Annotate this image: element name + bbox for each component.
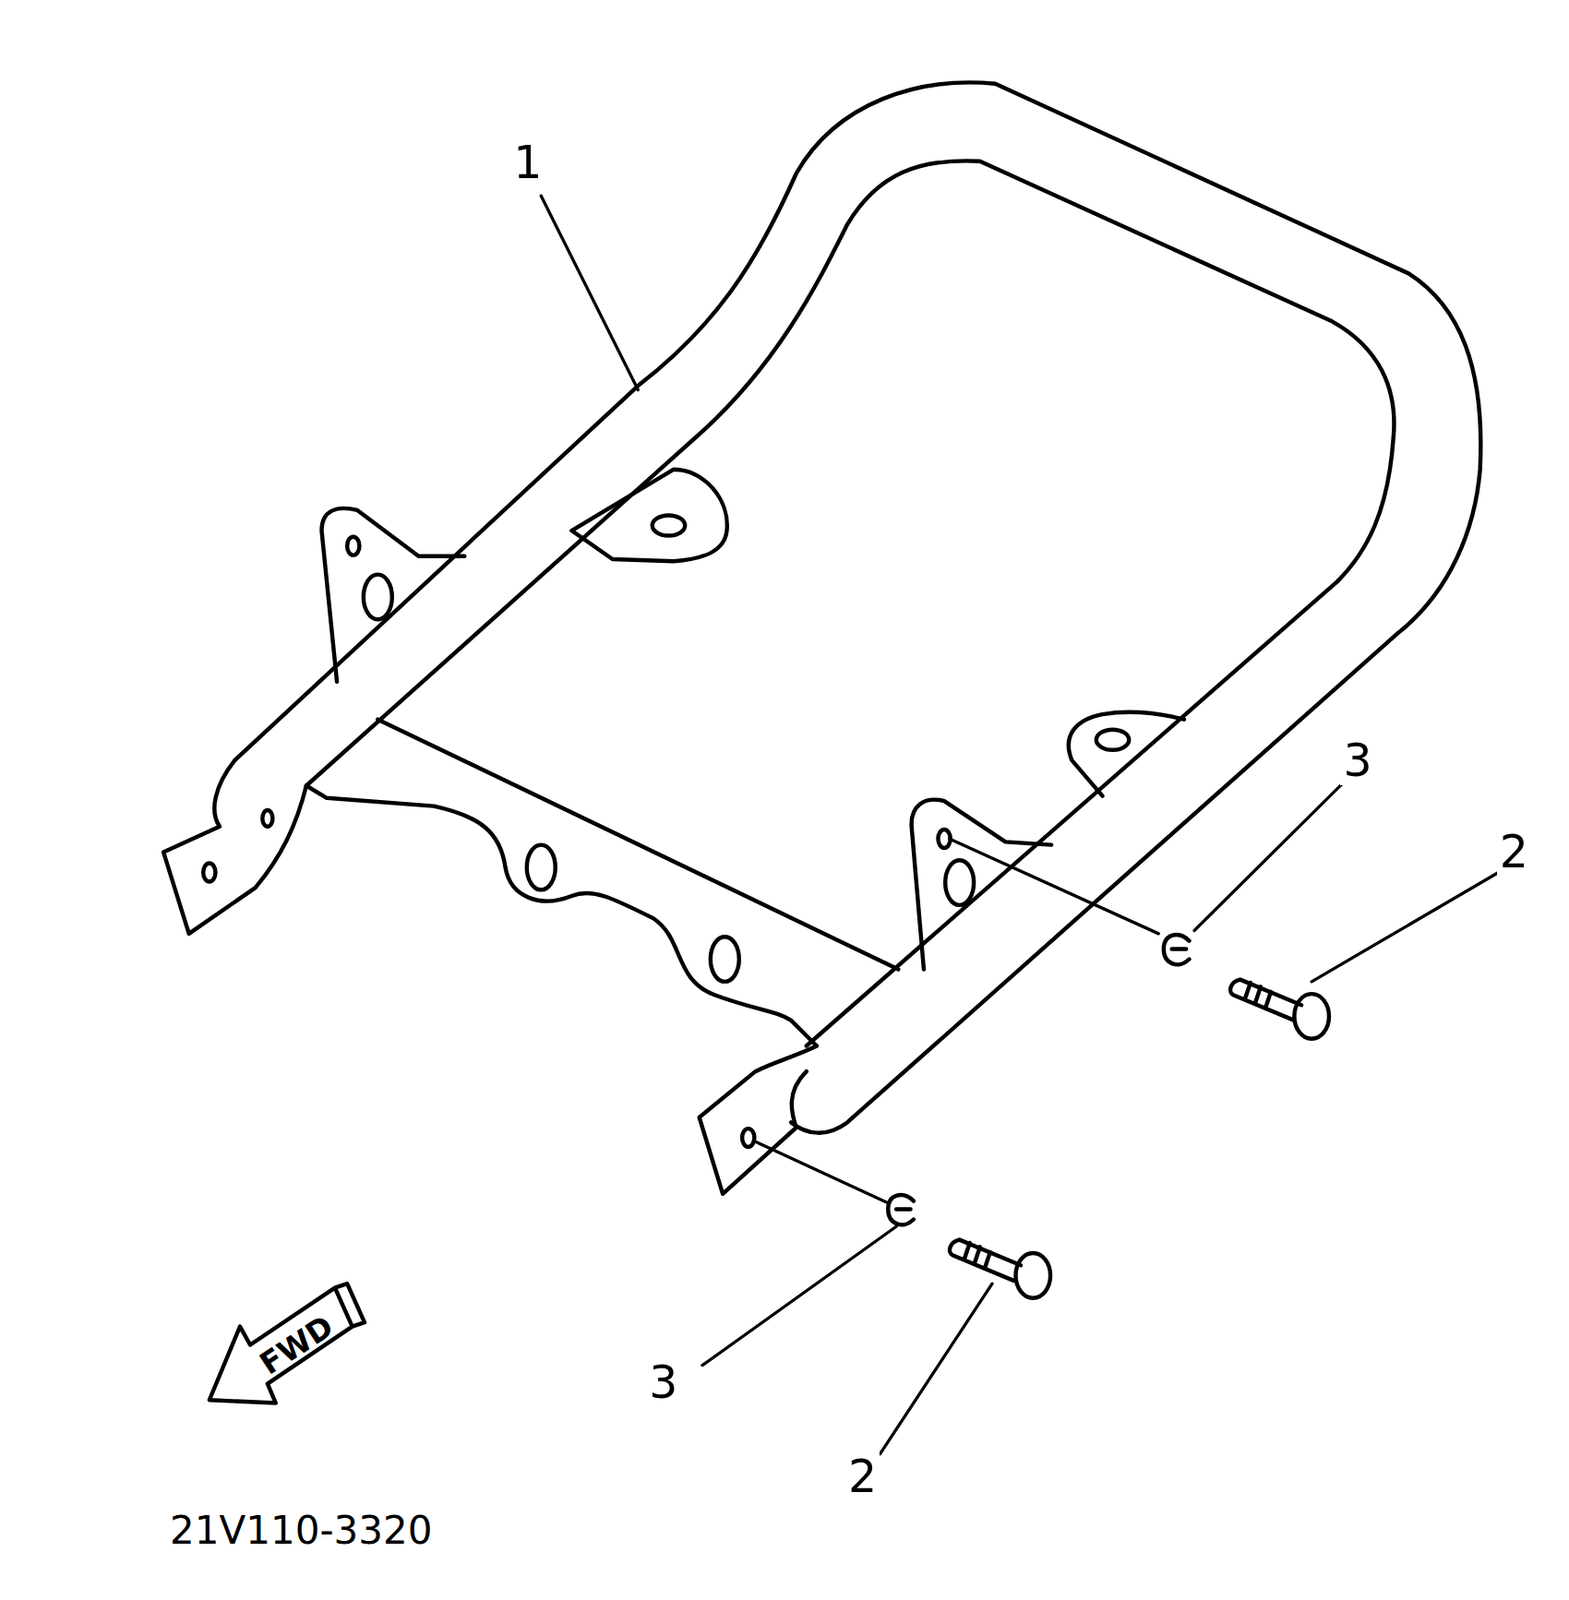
- leader-line: [702, 1226, 897, 1366]
- top-tab: [571, 469, 727, 563]
- right-end-plate: [699, 1046, 817, 1195]
- assembly-line: [753, 1140, 887, 1202]
- lock-washer: [887, 1195, 914, 1225]
- end-hole: [742, 1128, 755, 1148]
- frame-outer-edge: [234, 82, 1481, 1133]
- tab-hole: [1096, 730, 1129, 751]
- direction-mark: FWD: [251, 1307, 342, 1383]
- leader-line: [879, 1283, 993, 1455]
- leader-line: [1194, 783, 1342, 931]
- right-tab: [1068, 712, 1185, 797]
- end-hole: [203, 863, 216, 883]
- callout-number: 1: [510, 138, 545, 188]
- bracket-hole: [347, 537, 360, 556]
- frame-inner-edge: [306, 160, 1395, 1046]
- cross-plate-edge: [377, 719, 899, 971]
- callout-number: 3: [646, 1358, 681, 1408]
- bolt: [949, 1240, 1021, 1282]
- left-bracket: [321, 508, 465, 683]
- bolt: [1230, 980, 1302, 1021]
- callout-number: 2: [845, 1452, 880, 1502]
- left-end-plate: [163, 760, 307, 935]
- lock-washer: [1163, 934, 1190, 965]
- plate-hole: [710, 936, 740, 983]
- right-bracket: [911, 800, 1053, 971]
- assembly-line: [949, 838, 1160, 935]
- bracket-hole: [363, 574, 393, 621]
- bracket-hole: [945, 860, 974, 906]
- leader-line: [1311, 873, 1498, 983]
- tab-hole: [652, 515, 685, 536]
- plate-hole: [526, 845, 556, 891]
- cross-plate-bottom: [306, 786, 817, 1047]
- leader-line: [540, 195, 638, 390]
- fwd-arrow: [209, 1283, 365, 1403]
- callout-number: 3: [1340, 736, 1375, 786]
- callout-number: 2: [1497, 827, 1532, 877]
- end-hole: [262, 810, 273, 827]
- diagram-code: 21V110-3320: [167, 1509, 435, 1553]
- bolt-head: [1293, 994, 1330, 1040]
- bolt-head: [1015, 1253, 1051, 1299]
